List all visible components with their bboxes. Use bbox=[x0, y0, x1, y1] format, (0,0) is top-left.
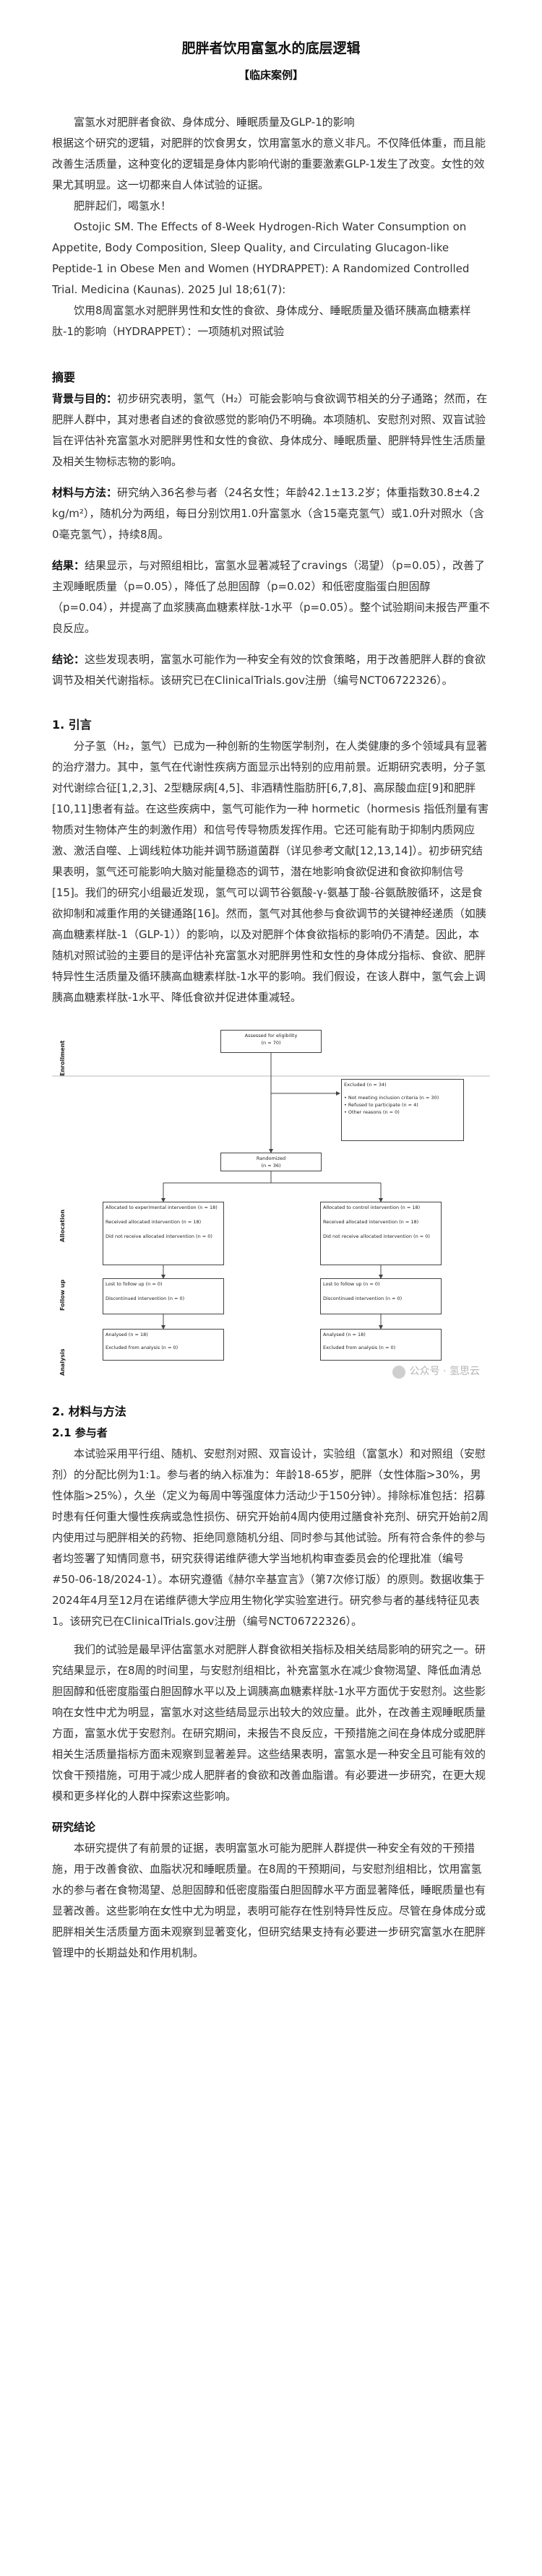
consort-flowchart: Enrollment Allocation Follow up Analysis… bbox=[52, 1025, 490, 1392]
abstract-body: 背景与目的：初步研究表明，氢气（H₂）可能会影响与食欲调节相关的分子通路；然而，… bbox=[52, 389, 490, 691]
flow-discontinued-left: Discontinued intervention (n = 0) bbox=[106, 1296, 185, 1301]
abstract-methods: 材料与方法：研究纳入36名参与者（24名女性；年龄42.1±13.2岁；体重指数… bbox=[52, 482, 490, 545]
flow-excluded-items: • Not meeting inclusion criteria (n = 30… bbox=[344, 1095, 439, 1115]
flow-label-analysis: Analysis bbox=[59, 1348, 66, 1376]
flow-lost-left: Lost to follow up (n = 0) bbox=[106, 1281, 163, 1287]
flow-randomized-box: Randomized (n = 36) bbox=[220, 1153, 322, 1171]
section-1-paragraph: 分子氢（H₂，氢气）已成为一种创新的生物医学制剂，在人类健康的多个领域具有显著的… bbox=[52, 740, 489, 1004]
flow-excluded-title: Excluded (n = 34) bbox=[344, 1082, 387, 1088]
flow-label-enrollment: Enrollment bbox=[59, 1040, 66, 1076]
abstract-conclusion: 结论：这些发现表明，富氢水可能作为一种安全有效的饮食策略，用于改善肥胖人群的食欲… bbox=[52, 649, 490, 691]
flow-excluded-analysis-left: Excluded from analysis (n = 0) bbox=[106, 1345, 178, 1350]
flow-lost-right: Lost to follow up (n = 0) bbox=[323, 1281, 380, 1287]
reference-english: Ostojic SM. The Effects of 8-Week Hydrog… bbox=[52, 220, 470, 296]
flow-allocation-right-box: Allocated to control intervention (n = 1… bbox=[320, 1202, 442, 1265]
abstract-label: 背景与目的： bbox=[52, 392, 118, 405]
abstract-text: 这些发现表明，富氢水可能作为一种安全有效的饮食策略，用于改善肥胖人群的食欲调节及… bbox=[52, 653, 486, 687]
intro-line-1: 富氢水对肥胖者食欲、身体成分、睡眠质量及GLP-1的影响 bbox=[74, 116, 355, 129]
flow-allocation-left-box: Allocated to experimental intervention (… bbox=[103, 1202, 224, 1265]
abstract-text: 结果显示，与对照组相比，富氢水显著减轻了cravings（渴望）（p=0.05）… bbox=[52, 559, 490, 635]
intro-slogan: 肥胖起们，喝氢水！ bbox=[74, 199, 172, 212]
watermark: 公众号 · 氢思云 bbox=[392, 1361, 480, 1382]
section-2-paragraph-1: 本试验采用平行组、随机、安慰剂对照、双盲设计，实验组（富氢水）和对照组（安慰剂）… bbox=[52, 1447, 489, 1628]
abstract-label: 材料与方法： bbox=[52, 486, 118, 499]
abstract-results: 结果：结果显示，与对照组相比，富氢水显著减轻了cravings（渴望）（p=0.… bbox=[52, 555, 490, 639]
abstract-text: 初步研究表明，氢气（H₂）可能会影响与食欲调节相关的分子通路；然而，在肥胖人群中… bbox=[52, 392, 488, 468]
abstract-text: 研究纳入36名参与者（24名女性；年龄42.1±13.2岁；体重指数30.8±4… bbox=[52, 486, 485, 541]
section-2-1-heading: 2.1 参与者 bbox=[52, 1426, 108, 1439]
article-title: 肥胖者饮用富氢水的底层逻辑 bbox=[181, 40, 361, 56]
section-1-heading: 1. 引言 bbox=[52, 718, 92, 732]
section-2-paragraph-2: 我们的试验是最早评估富氢水对肥胖人群食欲相关指标及相关结局影响的研究之一。研究结… bbox=[52, 1643, 486, 1803]
flow-discontinued-right: Discontinued intervention (n = 0) bbox=[323, 1296, 403, 1301]
flow-excluded-box: Excluded (n = 34) • Not meeting inclusio… bbox=[341, 1079, 464, 1141]
abstract-heading: 摘要 bbox=[52, 370, 76, 384]
intro-paragraph: 根据这个研究的逻辑，对肥胖的饮食男女，饮用富氢水的意义非凡。不仅降低体重，而且能… bbox=[52, 136, 486, 191]
flow-analysed-left: Analysed (n = 18) bbox=[106, 1332, 148, 1337]
flow-excluded-analysis-right: Excluded from analysis (n = 0) bbox=[323, 1345, 396, 1350]
flow-analysed-right: Analysed (n = 18) bbox=[323, 1332, 366, 1337]
wechat-icon bbox=[392, 1365, 405, 1379]
flow-analysis-right-box: Analysed (n = 18) Excluded from analysis… bbox=[320, 1329, 442, 1361]
flowchart-connectors bbox=[52, 1053, 490, 1330]
flow-analysis-left-box: Analysed (n = 18) Excluded from analysis… bbox=[103, 1329, 224, 1361]
section-2-heading: 2. 材料与方法 bbox=[52, 1405, 126, 1418]
reference-chinese: 饮用8周富氢水对肥胖男性和女性的食欲、身体成分、睡眠质量及循环胰高血糖素样肽-1… bbox=[52, 304, 471, 338]
abstract-label: 结论： bbox=[52, 653, 85, 666]
article-subtitle: 【临床案例】 bbox=[238, 69, 304, 82]
flow-label-allocation: Allocation bbox=[59, 1209, 66, 1242]
conclusion-paragraph: 本研究提供了有前景的证据，表明富氢水可能为肥胖人群提供一种安全有效的干预措施，用… bbox=[52, 1842, 486, 1959]
flow-assessed-box: Assessed for eligibility (n = 70) bbox=[220, 1030, 322, 1053]
flow-followup-left-box: Lost to follow up (n = 0) Discontinued i… bbox=[103, 1278, 224, 1314]
abstract-label: 结果： bbox=[52, 559, 85, 572]
conclusion-heading: 研究结论 bbox=[52, 1821, 96, 1834]
flow-followup-right-box: Lost to follow up (n = 0) Discontinued i… bbox=[320, 1278, 442, 1314]
flow-label-follow-up: Follow up bbox=[59, 1279, 66, 1311]
abstract-background: 背景与目的：初步研究表明，氢气（H₂）可能会影响与食欲调节相关的分子通路；然而，… bbox=[52, 389, 490, 472]
watermark-text: 公众号 · 氢思云 bbox=[409, 1366, 480, 1377]
